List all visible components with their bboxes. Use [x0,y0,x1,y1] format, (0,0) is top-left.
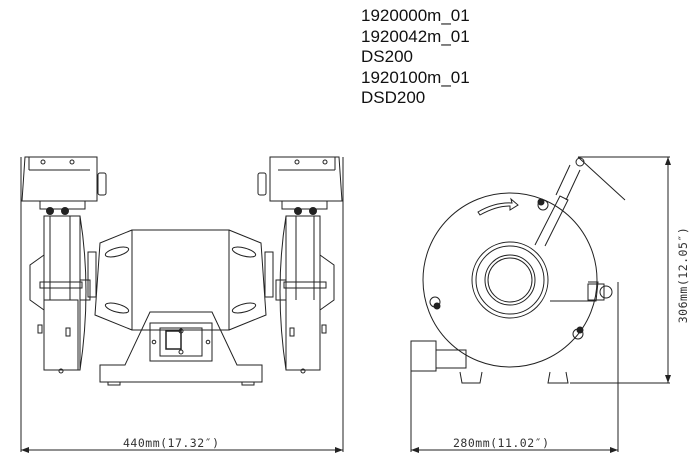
model-code: DS200 [361,47,413,66]
front-view [20,156,344,453]
model-code: DSD200 [361,88,426,107]
model-code-list: 1920000m_01 1920042m_01 DS200 1920100m_0… [361,6,470,109]
front-width-dimension: 440mm(17.32″) [123,436,220,450]
model-code: 1920000m_01 [361,6,470,25]
right-eye-shield [257,156,343,215]
left-eye-shield [21,156,107,215]
motor-housing [87,229,274,331]
grinder-base [99,311,263,386]
side-width-dimension: 280mm(11.02″) [453,436,550,450]
left-wheel-guard [29,215,91,374]
right-wheel-guard [275,215,335,374]
model-code: 1920042m_01 [361,26,470,46]
side-height-dimension: 306mm(12.05″) [676,226,690,324]
model-code: 1920100m_01 [361,67,470,87]
side-view [410,156,671,453]
wheel-guard-disc [422,192,598,368]
rotation-direction-arrow [477,197,519,216]
